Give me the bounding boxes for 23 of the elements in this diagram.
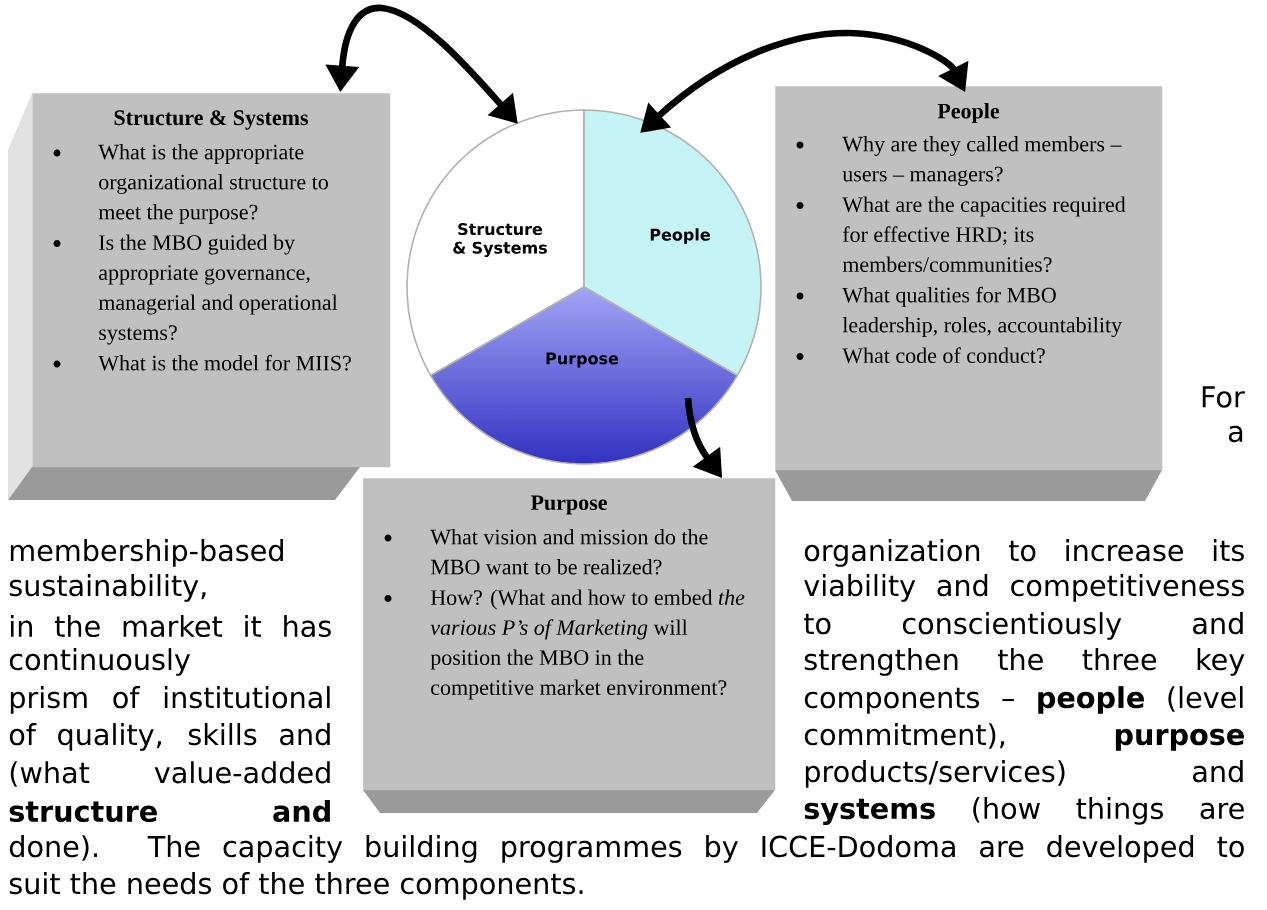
body-text-line: to conscientiously and xyxy=(804,612,1243,640)
body-text-line: systems (how things are xyxy=(804,797,1244,825)
body-text-line: (what value-added xyxy=(10,761,330,787)
body-text-line: viability and competitiveness xyxy=(804,574,1244,602)
body-text-line: prism of institutional xyxy=(10,686,330,714)
body-text-line: organization to increase its xyxy=(804,539,1244,567)
body-text-line: in the market it has xyxy=(10,614,331,638)
body-text-line: continuously xyxy=(9,648,191,676)
question-box: Structure & Systems What is the appropriate organizational structure to meet the purpose? Is the MBO guided by appropriate governance, managerial and operational systems? What is the model for MIIS? xyxy=(8,93,391,500)
body-text-line: components – people (level xyxy=(804,686,1243,714)
body-text-line: a xyxy=(1228,425,1243,443)
question-box: People Why are they called members – users – managers? What are the capacities required for effective HRD; its members/communities? What qualities for MBO leadership, roles, accountability What code of conduct? xyxy=(775,86,1163,501)
question-box: Purpose What vision and mission do the MBO want to be realized? How? (What and how to embed the various P’s of Marketing will position the MBO in the competitive market environment? xyxy=(363,478,776,813)
body-text-line: products/services) and xyxy=(805,760,1243,788)
body-text-line: sustainability, xyxy=(9,574,206,602)
body-text-line: structure and xyxy=(9,799,330,823)
body-text-line: strengthen the three key xyxy=(804,648,1245,676)
body-text-line: done). The capacity building programmes by ICCE-Dodoma are developed to xyxy=(9,835,1244,863)
body-text-line: commitment), purpose xyxy=(804,723,1244,751)
body-text-line: membership-based xyxy=(10,539,283,567)
body-text-line: suit the needs of the three components. xyxy=(9,872,583,900)
body-text-line: For xyxy=(1202,386,1245,408)
body-text-line: of quality, skills and xyxy=(9,723,330,751)
